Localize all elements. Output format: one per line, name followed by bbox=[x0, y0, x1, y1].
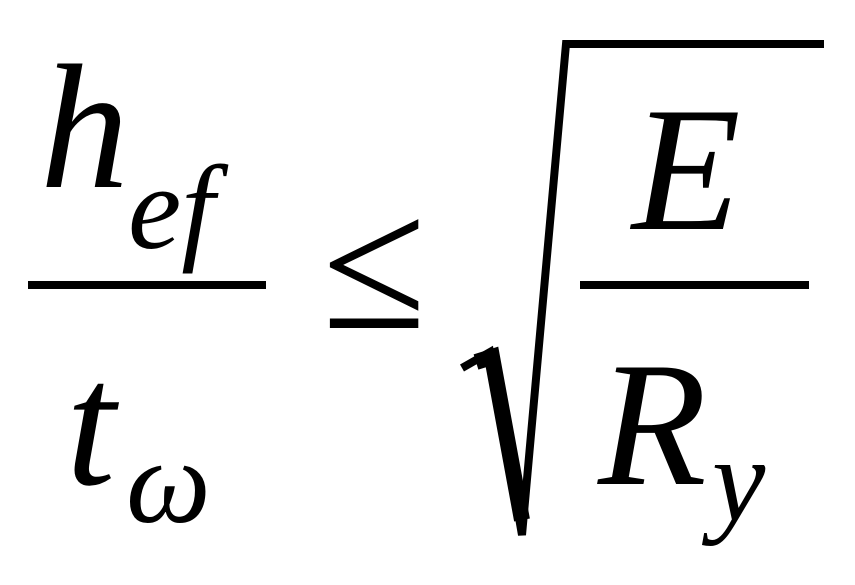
right-denominator-subscript: y bbox=[712, 413, 766, 546]
left-denominator-subscript: ω bbox=[126, 415, 211, 548]
right-fraction-bar bbox=[580, 281, 809, 289]
left-denominator-base: t bbox=[66, 325, 116, 523]
left-numerator-subscript: ef bbox=[128, 141, 215, 274]
right-denominator-base: R bbox=[598, 325, 707, 523]
left-fraction-bar bbox=[28, 281, 266, 289]
right-numerator-base: E bbox=[632, 70, 741, 268]
left-numerator-base: h bbox=[40, 28, 129, 226]
less-than-or-equal-symbol: ≤ bbox=[322, 160, 427, 370]
